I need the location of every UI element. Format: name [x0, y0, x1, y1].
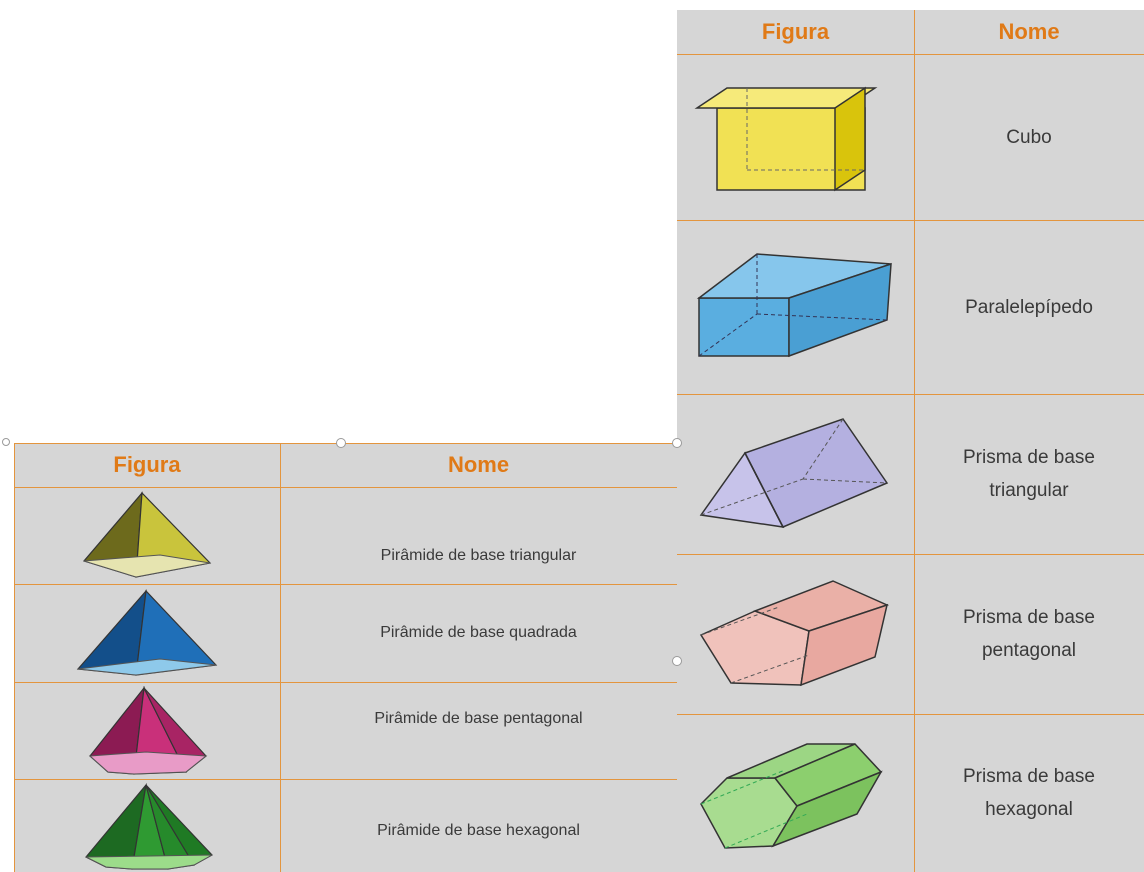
- prism-name-pentagonal: Prisma de base pentagonal: [962, 607, 1095, 661]
- prism-table: Figura Nome Cubo Paralelepípedo Prisma d…: [677, 10, 1144, 872]
- pyramid-name-square: Pirâmide de base quadrada: [380, 624, 577, 641]
- pyramid-name-triangular: Pirâmide de base triangular: [380, 546, 577, 564]
- triangular-pyramid-icon: [82, 491, 212, 578]
- pentagonal-prism-icon: [699, 580, 890, 687]
- resize-handle-top-middle[interactable]: [336, 438, 346, 448]
- cube-icon: [694, 86, 878, 192]
- prism-name-hexagonal: Prisma de base hexagonal: [962, 766, 1095, 820]
- pyramid-name-hexagonal: Pirâmide de base hexagonal: [377, 821, 580, 839]
- prism-name-triangular: Prisma de base triangular: [962, 447, 1095, 501]
- resize-handle-top-left[interactable]: [2, 438, 10, 446]
- pyramid-name-pentagonal: Pirâmide de base pentagonal: [374, 709, 583, 727]
- pyramid-table-header-name: Nome: [447, 452, 510, 477]
- pentagonal-pyramid-icon: [88, 685, 208, 775]
- hexagonal-prism-icon: [700, 743, 883, 849]
- rectangular-prism-icon: [696, 253, 892, 358]
- pyramid-table-header-figure: Figura: [113, 452, 181, 477]
- resize-handle-top-right[interactable]: [672, 438, 682, 448]
- square-pyramid-icon: [76, 589, 218, 676]
- triangular-prism-icon: [699, 418, 889, 528]
- prism-table-header-figure: Figura: [761, 19, 830, 44]
- pyramid-table: Figura Nome Pirâmide de base triangular …: [14, 443, 677, 872]
- hexagonal-pyramid-icon: [85, 782, 213, 870]
- prism-name-rectangular: Paralelepípedo: [965, 296, 1093, 318]
- prism-table-header-name: Nome: [998, 19, 1060, 44]
- prism-name-cube: Cubo: [1006, 126, 1052, 148]
- resize-handle-middle-right[interactable]: [672, 656, 682, 666]
